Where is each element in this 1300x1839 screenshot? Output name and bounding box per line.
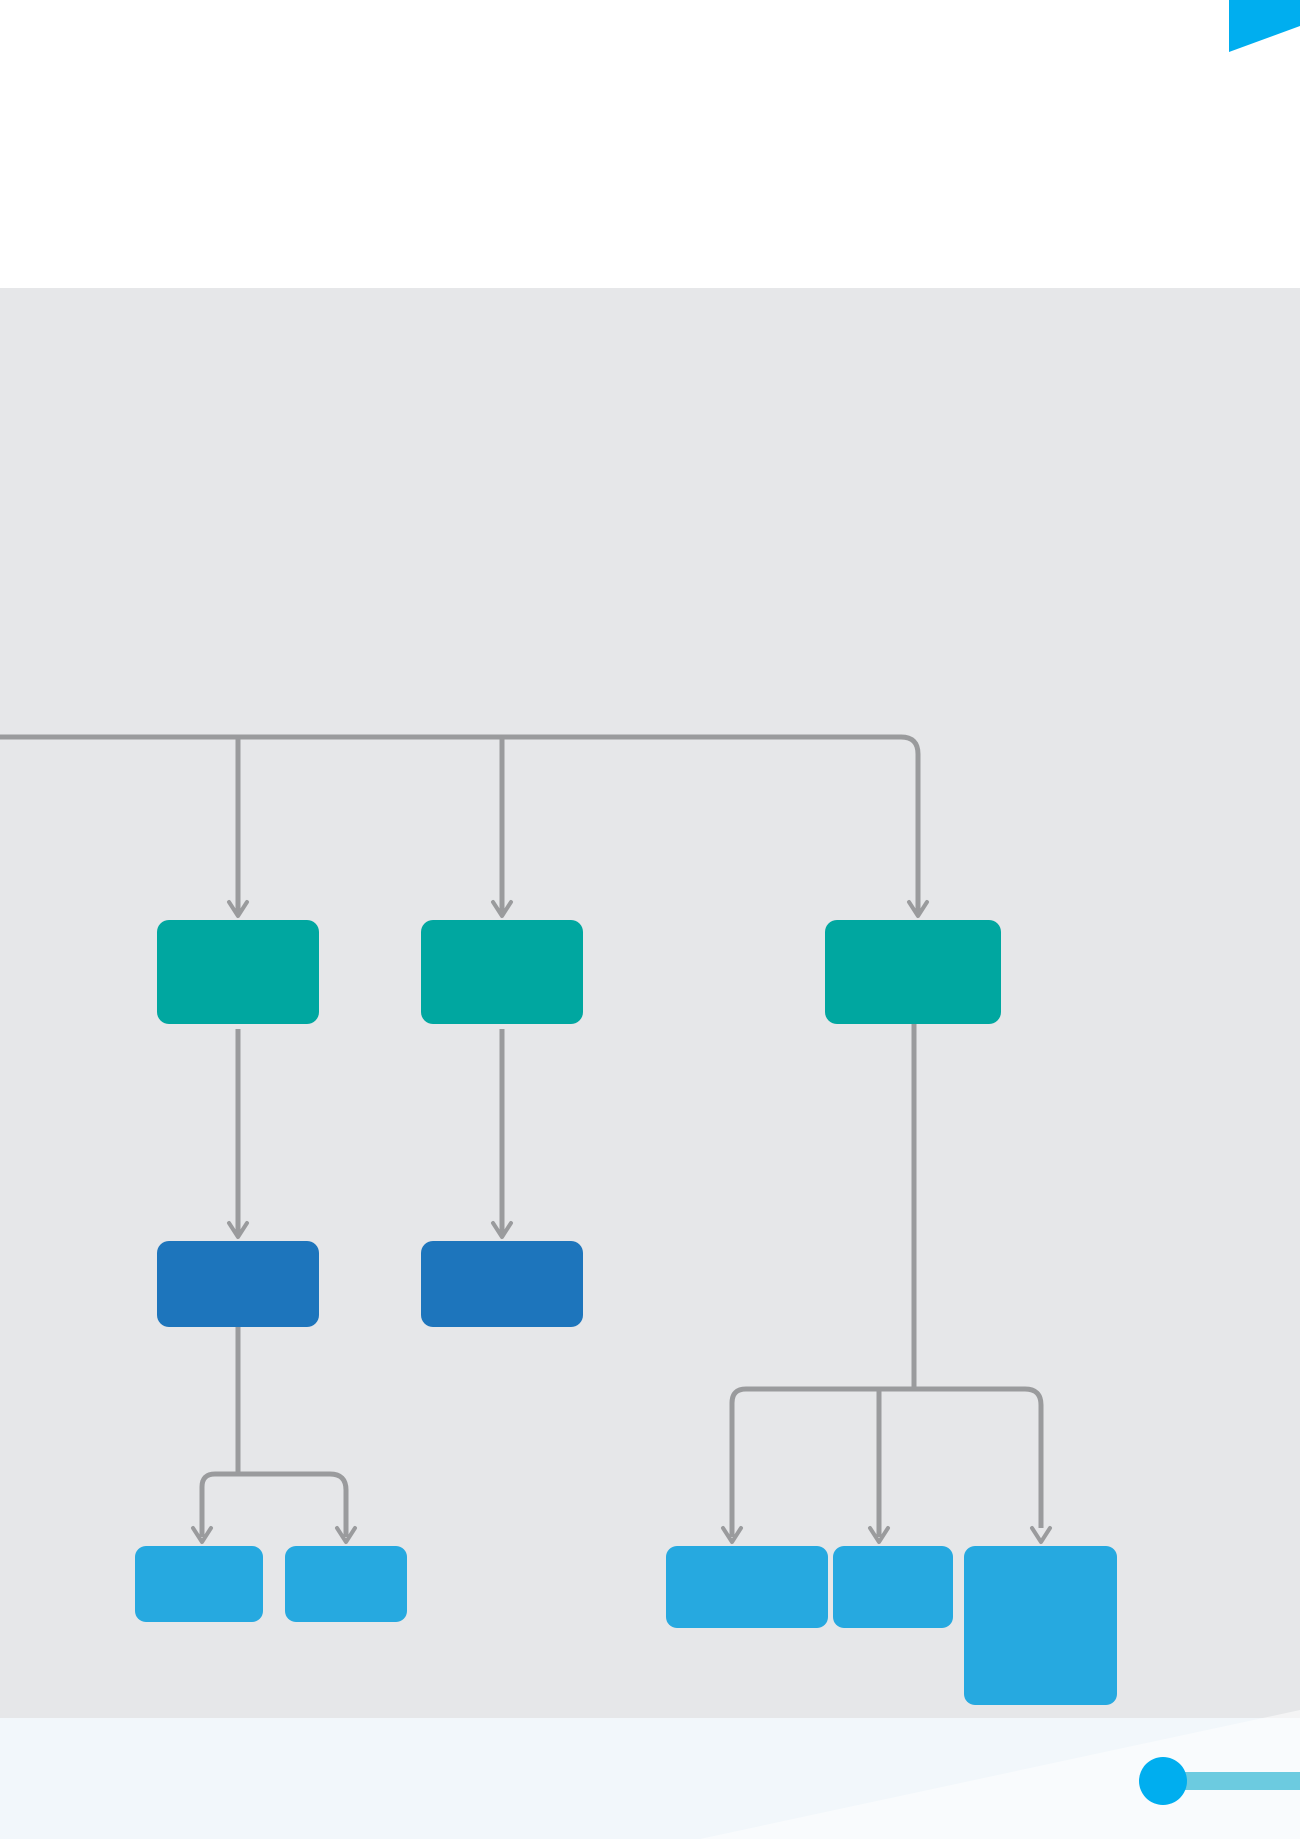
arrowhead-icon <box>907 900 929 918</box>
top-trunk-connector <box>0 734 921 916</box>
arrowheads <box>191 900 1052 1544</box>
org-node-6[interactable] <box>135 1546 263 1622</box>
arrowhead-icon <box>491 900 513 918</box>
footer-diagonal-shade <box>700 1710 1300 1839</box>
connector-node-4-branches <box>199 1471 349 1537</box>
org-node-8[interactable] <box>666 1546 828 1628</box>
org-node-7[interactable] <box>285 1546 407 1622</box>
org-node-9[interactable] <box>833 1546 953 1628</box>
arrowhead-icon <box>491 1221 513 1239</box>
org-node-5[interactable] <box>421 1241 583 1327</box>
footer-accent-bar <box>1168 1772 1300 1790</box>
arrowhead-icon <box>335 1526 357 1544</box>
connector-node-3-branches <box>729 1386 1044 1537</box>
org-node-3[interactable] <box>825 920 1001 1024</box>
arrowhead-icon <box>868 1526 890 1544</box>
level-2-nodes <box>157 1241 583 1327</box>
arrowhead-icon <box>1030 1526 1052 1544</box>
footer-accent-dot <box>1139 1757 1187 1805</box>
arrowhead-icon <box>191 1526 213 1544</box>
top-right-accent <box>1229 0 1300 52</box>
org-node-2[interactable] <box>421 920 583 1024</box>
org-node-4[interactable] <box>157 1241 319 1327</box>
level-3-nodes <box>135 1546 1117 1705</box>
arrowhead-icon <box>721 1526 743 1544</box>
arrowhead-icon <box>227 900 249 918</box>
level-1-nodes <box>157 920 1001 1024</box>
org-node-1[interactable] <box>157 920 319 1024</box>
connector-lines <box>0 734 1044 1537</box>
arrowhead-icon <box>227 1221 249 1239</box>
org-node-10[interactable] <box>964 1546 1117 1705</box>
